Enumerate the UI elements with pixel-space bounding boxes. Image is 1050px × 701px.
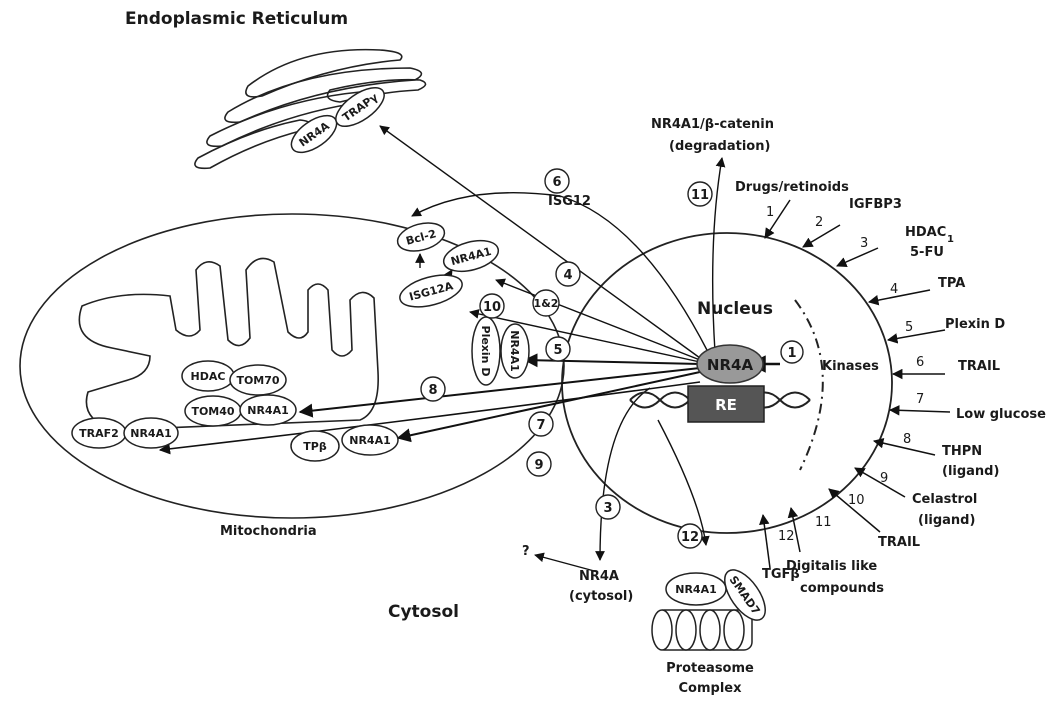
nr4a-cytosol-label-1: NR4A [579,569,619,584]
stimulus-label-5: Plexin D [945,317,1005,332]
nr4a-cytosol-label-2: (cytosol) [569,589,633,604]
mitochondria-membrane [19,213,565,519]
svg-text:NR4A1: NR4A1 [675,583,717,596]
stimulus-num-12: 12 [778,529,795,544]
svg-text:1: 1 [787,346,796,361]
svg-text:10: 10 [483,300,501,315]
bcatenin-label-1: NR4A1/β-catenin [651,117,774,132]
svg-text:7: 7 [536,418,545,433]
circled-number-labels: 6 11 4 1&2 10 5 1 8 7 9 3 12 [428,175,796,545]
svg-text:NR4A: NR4A [707,356,754,374]
stimulus-num-10: 10 [848,493,865,508]
nucleus-label: Nucleus [697,299,773,319]
stimulus-label-11: Digitalis like [786,559,877,574]
svg-text:11: 11 [691,188,709,203]
svg-text:NR4A1: NR4A1 [508,330,521,372]
stimulus-num-2: 2 [815,215,823,230]
svg-text:NR4A1: NR4A1 [130,427,172,440]
stimulus-label-3: HDAC [905,225,946,240]
isg12-label: ISG12 [548,194,591,209]
circled-numbers [420,168,804,549]
protein-hdac: HDAC [181,360,235,392]
proteasome [651,609,753,651]
svg-text:4: 4 [563,268,572,283]
svg-text:NR4A1: NR4A1 [349,434,391,447]
er-title: Endoplasmic Reticulum [125,9,348,29]
svg-text:9: 9 [534,458,543,473]
stimulus-num-11: 11 [815,515,832,530]
stimulus-label-4: TPA [938,276,965,291]
protein-nr4a1-bcl: NR4A1 [442,239,500,273]
protein-nr4a1-plexin: NR4A1 [500,323,530,379]
nucleus-inner-boundary [794,299,824,471]
cytosol-label: Cytosol [388,602,459,622]
stimulus-label-11b: compounds [800,581,884,596]
svg-text:TOM40: TOM40 [191,405,234,418]
stimulus-label-12: TGFβ [762,567,800,582]
svg-text:HDAC: HDAC [191,370,226,383]
stimulus-labels: 1 Drugs/retinoids 2 IGFBP3 3 HDAC 1 5-FU… [735,180,1046,596]
svg-text:TOM70: TOM70 [236,374,279,387]
svg-text:12: 12 [681,530,699,545]
svg-text:5: 5 [553,343,562,358]
svg-text:NR4A1: NR4A1 [247,404,289,417]
stimulus-num-4: 4 [890,282,898,297]
stimulus-num-6: 6 [916,355,924,370]
protein-tom40: TOM40 [184,395,242,427]
protein-nr4a1-proteasome: NR4A1 [665,572,727,606]
stimulus-label-8: THPN [942,444,982,459]
stimulus-num-7: 7 [916,392,924,407]
svg-text:TPβ: TPβ [303,440,327,453]
protein-traf2: TRAF2 [71,417,127,449]
svg-text:8: 8 [428,383,437,398]
question-label: ? [522,544,530,559]
svg-text:1&2: 1&2 [534,297,559,310]
svg-text:Plexin D: Plexin D [479,326,492,377]
svg-text:3: 3 [603,501,612,516]
stimulus-label-9b: (ligand) [918,513,975,528]
proteasome-label-2: Complex [679,681,743,696]
protein-nr4a1-traf: NR4A1 [123,417,179,449]
stimulus-label-6: TRAIL [958,359,1000,374]
stimulus-label-3b: 5-FU [910,245,944,260]
protein-nr4a1-tom: NR4A1 [239,394,297,426]
protein-nr4a1-tp: NR4A1 [341,424,399,456]
stimulus-num-5: 5 [905,320,913,335]
svg-text:6: 6 [552,175,561,190]
mitochondria-label: Mitochondria [220,524,317,539]
kinases-label: Kinases [822,359,879,374]
pathway-arrows [158,125,780,573]
protein-tpb: TPβ [290,430,340,462]
stimulus-label-8b: (ligand) [942,464,999,479]
svg-text:TRAF2: TRAF2 [79,427,119,440]
stimulus-label-7: Low glucose [956,407,1046,422]
protein-nr4a-nucleus: NR4A [696,344,764,384]
stimulus-label-9: Celastrol [912,492,977,507]
protein-nr4a-er: NR4A [290,114,338,154]
stimulus-num-3: 3 [860,236,868,251]
stimulus-num-1: 1 [766,205,774,220]
proteasome-label-1: Proteasome [666,661,754,676]
protein-bcl2: Bcl-2 [396,222,446,252]
bcatenin-label-2: (degradation) [669,139,770,154]
protein-plexind: Plexin D [471,316,501,386]
protein-tom70: TOM70 [229,364,287,396]
response-element-label: RE [715,396,737,414]
stimulus-label-1: Drugs/retinoids [735,180,849,195]
stimulus-num-8: 8 [903,432,911,447]
stimulus-label-2: IGFBP3 [849,197,902,212]
protein-isg12a: ISG12A [399,274,463,308]
stimulus-arrows [759,199,951,569]
stimulus-num-9: 9 [880,471,888,486]
response-element-box [687,385,765,423]
stimulus-label-10: TRAIL [878,535,920,550]
stimulus-label-3-sub: 1 [947,234,954,245]
